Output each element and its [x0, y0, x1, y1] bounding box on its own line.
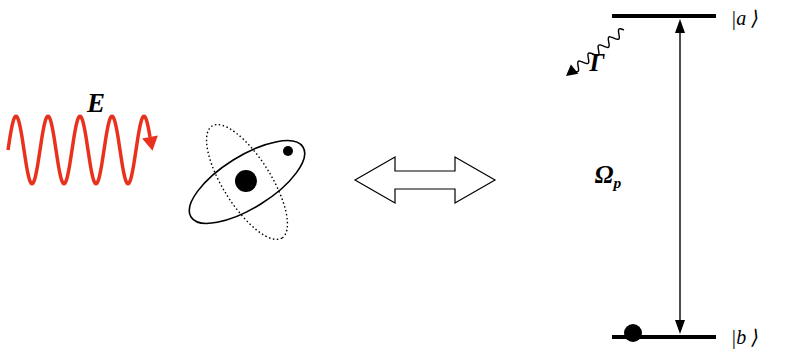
rabi-frequency-label: Ωp [595, 162, 621, 191]
transition-line [679, 30, 680, 323]
wave-arrowhead [142, 136, 158, 151]
nucleus [235, 170, 257, 192]
light-wave [8, 116, 150, 184]
arrow-head [675, 19, 685, 33]
atom [177, 113, 316, 250]
arrow-head [675, 320, 685, 334]
state-label: |b ⟩ [731, 327, 759, 347]
orbit-dotted [192, 113, 303, 250]
equivalence-arrow [355, 157, 495, 203]
decay-rate-label: Γ [589, 50, 604, 75]
decay-arrowhead [566, 64, 578, 76]
electron [283, 146, 293, 156]
state-label: |a ⟩ [731, 8, 759, 28]
field-label: E [87, 90, 105, 117]
population-dot [624, 324, 642, 342]
level-line [612, 14, 716, 18]
